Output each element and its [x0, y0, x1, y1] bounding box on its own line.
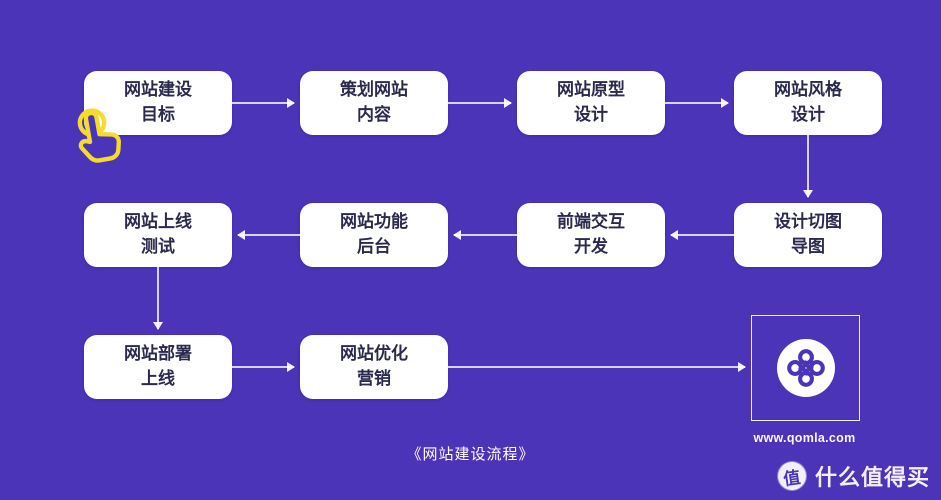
- flow-node-frontend-dev: 前端交互 开发: [517, 203, 665, 267]
- flow-node-prototype-design: 网站原型 设计: [517, 71, 665, 135]
- arrow-right-icon: [665, 102, 728, 104]
- flow-node-website-goal: 网站建设 目标: [84, 71, 232, 135]
- arrow-left-icon: [238, 234, 300, 236]
- logo-frame: [751, 315, 860, 421]
- arrow-right-icon: [232, 102, 294, 104]
- flow-node-plan-content: 策划网站 内容: [300, 71, 448, 135]
- tap-hand-icon: [62, 106, 142, 174]
- arrow-down-icon: [807, 135, 809, 197]
- arrow-left-icon: [671, 234, 734, 236]
- arrow-right-icon: [232, 366, 294, 368]
- smzdm-watermark: 值 什么值得买: [776, 460, 930, 492]
- arrow-right-icon: [448, 366, 745, 368]
- diagram-caption: 《网站建设流程》: [406, 446, 535, 463]
- flow-node-style-design: 网站风格 设计: [734, 71, 882, 135]
- logo-url: www.qomla.com: [753, 431, 856, 445]
- watermark-text: 什么值得买: [814, 465, 930, 490]
- zhi-badge-icon: 值: [776, 460, 808, 492]
- flow-node-optimize-marketing: 网站优化 营销: [300, 335, 448, 399]
- flow-node-function-backend: 网站功能 后台: [300, 203, 448, 267]
- arrow-down-icon: [157, 267, 159, 329]
- flow-node-design-slicing: 设计切图 导图: [734, 203, 882, 267]
- flow-node-deploy-online: 网站部署 上线: [84, 335, 232, 399]
- flow-node-online-testing: 网站上线 测试: [84, 203, 232, 267]
- arrow-left-icon: [454, 234, 517, 236]
- qomla-logo-icon: [776, 339, 835, 397]
- arrow-right-icon: [448, 102, 511, 104]
